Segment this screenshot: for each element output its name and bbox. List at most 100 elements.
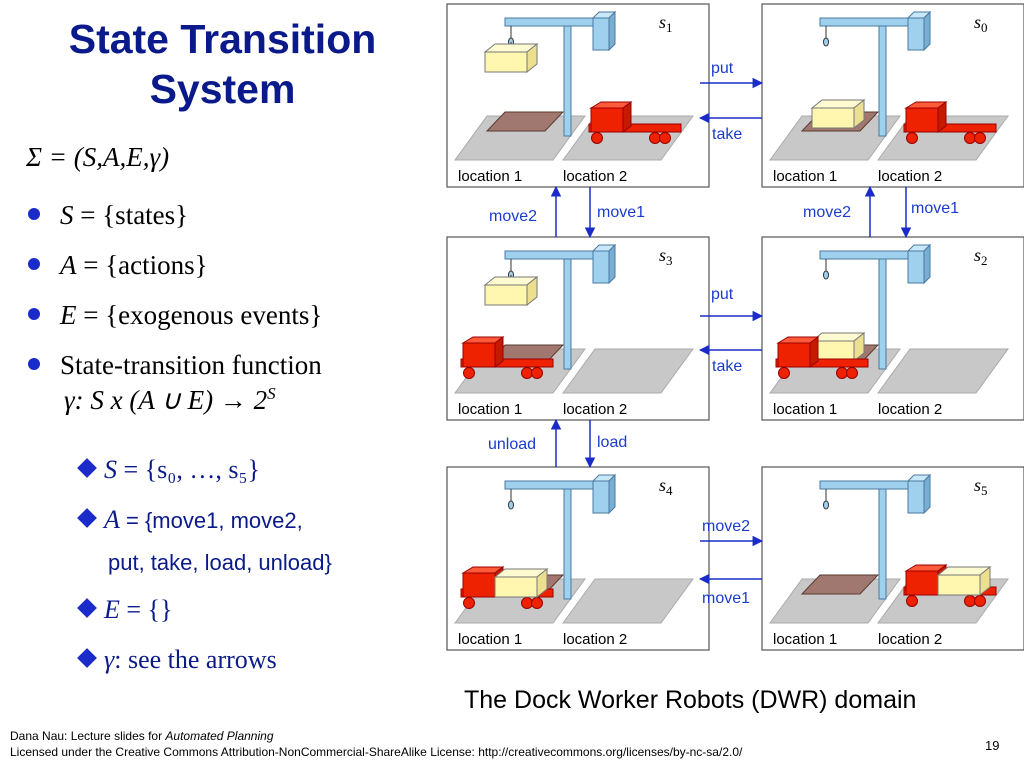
crane-cabin bbox=[907, 250, 925, 284]
crane-cabin bbox=[592, 480, 610, 514]
location-1-ground bbox=[769, 578, 901, 624]
truck-wheel bbox=[463, 597, 475, 609]
location-2-label: location 2 bbox=[563, 401, 627, 418]
crane-cabin-side bbox=[923, 473, 931, 515]
container-box bbox=[484, 284, 528, 306]
state-label: s1 bbox=[659, 12, 673, 35]
state-subscript: 0 bbox=[981, 20, 988, 35]
sub-bullet-states: S = {s₀, …, s₅} bbox=[77, 455, 260, 485]
truck-cab bbox=[462, 572, 496, 598]
truck-bed bbox=[903, 123, 997, 133]
state-label: s3 bbox=[659, 245, 673, 268]
truck-wheel bbox=[974, 132, 986, 144]
container-side bbox=[536, 567, 548, 599]
location-1-label: location 1 bbox=[458, 401, 522, 418]
location-1-ground bbox=[454, 115, 586, 161]
location-2-ground bbox=[877, 348, 1009, 394]
container-box bbox=[811, 107, 855, 129]
state-label: s0 bbox=[974, 12, 988, 35]
crane-mast bbox=[878, 256, 887, 370]
state-letter: s bbox=[659, 12, 666, 32]
crane-mast bbox=[563, 23, 572, 137]
sub-bullet-gamma: γ: see the arrows bbox=[77, 645, 277, 675]
container-box bbox=[937, 574, 981, 596]
crane-cabin-side bbox=[608, 10, 616, 52]
container-side bbox=[526, 42, 538, 74]
sub-bullet-actions: A = {move1, move2, bbox=[77, 505, 303, 535]
location-1-label: location 1 bbox=[773, 401, 837, 418]
state-subscript: 5 bbox=[981, 483, 988, 498]
truck-cab-side bbox=[622, 101, 632, 133]
transition-label-move2: move2 bbox=[489, 208, 537, 225]
state-subscript: 3 bbox=[666, 253, 673, 268]
footer: Dana Nau: Lecture slides for Automated P… bbox=[10, 729, 743, 759]
state-panel-s2: s2 location 1 location 2 bbox=[761, 236, 1024, 421]
truck-cab-side bbox=[937, 101, 947, 133]
truck-wheel bbox=[591, 132, 603, 144]
transition-label-take: take bbox=[712, 126, 742, 143]
page-number: 19 bbox=[985, 738, 1000, 753]
container-side bbox=[526, 275, 538, 307]
state-letter: s bbox=[974, 245, 981, 265]
state-subscript: 1 bbox=[666, 20, 673, 35]
sub-bullet-actions-cont: put, take, load, unload} bbox=[108, 550, 332, 575]
transition-label-load: load bbox=[597, 434, 627, 451]
crane-mast bbox=[878, 23, 887, 137]
page-title: State Transition System bbox=[20, 14, 425, 114]
state-letter: s bbox=[659, 245, 666, 265]
transition-label-put: put bbox=[711, 60, 734, 77]
container-side bbox=[853, 98, 865, 130]
crane-cabin-side bbox=[923, 10, 931, 52]
bullet-dot-icon bbox=[28, 308, 40, 320]
transition-label-move1: move1 bbox=[597, 204, 645, 221]
pallet bbox=[800, 574, 880, 595]
transition-label-move2: move2 bbox=[803, 204, 851, 221]
transition-label-move1: move1 bbox=[702, 590, 750, 607]
location-1-label: location 1 bbox=[458, 631, 522, 648]
location-1-label: location 1 bbox=[458, 168, 522, 185]
container-box bbox=[484, 51, 528, 73]
bullet-dot-icon bbox=[28, 358, 40, 370]
truck-cab-side bbox=[494, 336, 504, 368]
container-side bbox=[979, 565, 991, 597]
truck-wheel bbox=[974, 595, 986, 607]
truck-wheel bbox=[521, 367, 533, 379]
crane-cabin bbox=[592, 250, 610, 284]
truck-bed bbox=[775, 358, 869, 368]
bullet-dot-icon bbox=[28, 208, 40, 220]
bullet-events: E = {exogenous events} bbox=[28, 300, 322, 331]
truck-wheel bbox=[836, 367, 848, 379]
crane-mast bbox=[563, 486, 572, 600]
truck-bed bbox=[588, 123, 682, 133]
state-label: s5 bbox=[974, 475, 988, 498]
transition-label-move2: move2 bbox=[702, 518, 750, 535]
pallet bbox=[485, 111, 565, 132]
state-label: s2 bbox=[974, 245, 988, 268]
truck-wheel bbox=[531, 367, 543, 379]
crane-mast bbox=[878, 486, 887, 600]
location-1-label: location 1 bbox=[773, 168, 837, 185]
truck-wheel bbox=[964, 132, 976, 144]
bullet-dot-icon bbox=[28, 258, 40, 270]
truck-wheel bbox=[846, 367, 858, 379]
sub-bullet-events: E = {} bbox=[77, 595, 173, 625]
truck-wheel bbox=[463, 367, 475, 379]
transition-label-move1: move1 bbox=[911, 200, 959, 217]
truck-bed bbox=[460, 358, 554, 368]
state-letter: s bbox=[659, 475, 666, 495]
sigma-definition: Σ = (S,A,E,γ) bbox=[26, 142, 170, 172]
location-2-label: location 2 bbox=[878, 168, 942, 185]
truck-cab bbox=[905, 107, 939, 133]
location-2-label: location 2 bbox=[878, 401, 942, 418]
transition-label-unload: unload bbox=[488, 436, 536, 453]
truck-wheel bbox=[659, 132, 671, 144]
truck-cab bbox=[590, 107, 624, 133]
gamma-definition: γ: S x (A ∪ E) → 2S bbox=[64, 384, 276, 415]
crane-cabin-side bbox=[608, 243, 616, 285]
title-line-2: System bbox=[149, 66, 296, 112]
truck-wheel bbox=[521, 597, 533, 609]
truck-wheel bbox=[906, 132, 918, 144]
